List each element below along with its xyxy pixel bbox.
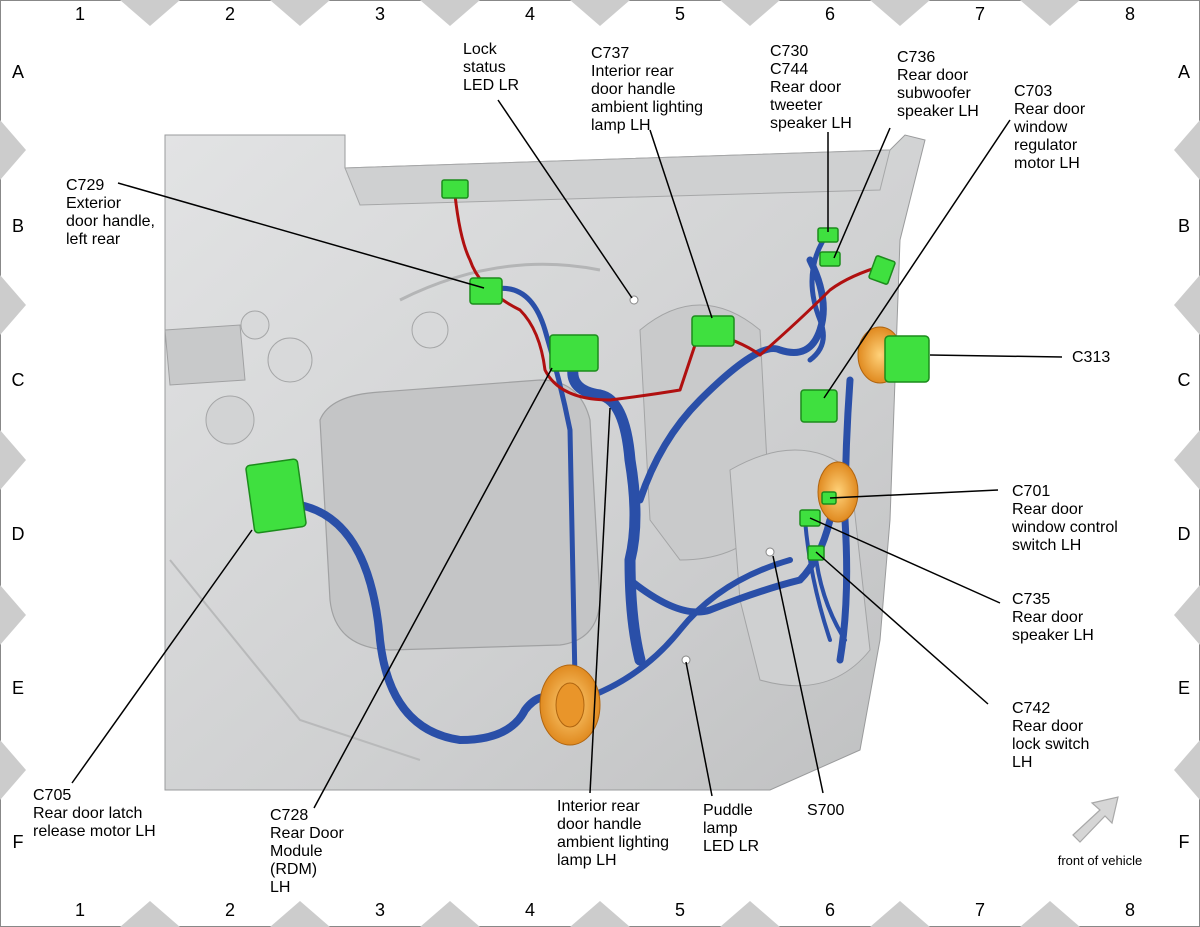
grommet-mid — [817, 461, 859, 523]
connectors — [245, 179, 930, 561]
grid-col-8: 8 — [1125, 4, 1135, 24]
connector-c313 — [884, 335, 930, 383]
callout-c737: C737 Interior rear door handle ambient l… — [591, 45, 708, 134]
grid-row-c-right: C — [1178, 370, 1191, 390]
grid-row-f-right: F — [1179, 832, 1190, 852]
grid-col-3: 3 — [375, 4, 385, 24]
callout-lock-status-led: Lock status LED LR — [463, 41, 519, 94]
grid-col-4: 4 — [525, 4, 535, 24]
grid-col-6-bottom: 6 — [825, 900, 835, 920]
callout-puddle-lamp: Puddle lamp LED LR — [703, 802, 759, 855]
grid-col-3-bottom: 3 — [375, 900, 385, 920]
grid-col-1-bottom: 1 — [75, 900, 85, 920]
grid-row-e: E — [12, 678, 24, 698]
grid-col-2-bottom: 2 — [225, 900, 235, 920]
callout-c742: C742 Rear door lock switch LH — [1012, 700, 1094, 771]
callout-c735: C735 Rear door speaker LH — [1012, 591, 1094, 644]
grid-col-2: 2 — [225, 4, 235, 24]
grid-row-f: F — [13, 832, 24, 852]
grid-row-b: B — [12, 216, 24, 236]
grid-col-1: 1 — [75, 4, 85, 24]
grid-row-c: C — [12, 370, 25, 390]
callout-c736: C736 Rear door subwoofer speaker LH — [897, 49, 979, 120]
grid-row-d: D — [12, 524, 25, 544]
grid-col-4-bottom: 4 — [525, 900, 535, 920]
connector-c705 — [245, 458, 307, 534]
grid-col-6: 6 — [825, 4, 835, 24]
callout-c730-c744: C730 C744 Rear door tweeter speaker LH — [770, 43, 852, 132]
connector-c737 — [691, 315, 735, 347]
leader-lines — [71, 99, 1063, 809]
connector-c703-top — [868, 255, 896, 285]
grid-row-labels-right: A B C D E F — [1178, 62, 1191, 852]
connector-c736 — [819, 251, 841, 267]
callout-s700: S700 — [807, 802, 844, 819]
callout-c729: C729 Exterior door handle, left rear — [66, 177, 159, 248]
grid-col-5-bottom: 5 — [675, 900, 685, 920]
harness-red — [453, 193, 887, 402]
grid-col-8-bottom: 8 — [1125, 900, 1135, 920]
front-arrow-icon — [1072, 796, 1119, 843]
callout-c728: C728 Rear Door Module (RDM) LH — [270, 807, 348, 896]
connector-c729 — [469, 277, 503, 305]
grid-row-d-right: D — [1178, 524, 1191, 544]
connector-top-red — [441, 179, 469, 199]
grid-border-right — [1174, 120, 1200, 800]
grid-row-e-right: E — [1178, 678, 1190, 698]
grid-col-5: 5 — [675, 4, 685, 24]
callout-c313: C313 — [1072, 349, 1110, 366]
callout-c703: C703 Rear door window regulator motor LH — [1013, 83, 1090, 172]
connector-c728 — [549, 334, 599, 372]
front-of-vehicle-indicator: front of vehicle — [1058, 796, 1143, 868]
connector-c703 — [800, 389, 838, 423]
callout-c701: C701 Rear door window control switch LH — [1011, 483, 1122, 554]
callout-c705: C705 Rear door latch release motor LH — [33, 787, 156, 840]
grid-border-top — [120, 0, 1080, 26]
grid-row-a: A — [12, 62, 24, 82]
grid-column-labels-bottom: 1 2 3 4 5 6 7 8 — [75, 900, 1135, 920]
grid-col-7: 7 — [975, 4, 985, 24]
grid-row-a-right: A — [1178, 62, 1190, 82]
grid-border-bottom — [120, 901, 1080, 927]
grid-row-labels-left: A B C D E F — [12, 62, 25, 852]
callout-interior-lamp: Interior rear door handle ambient lighti… — [557, 798, 674, 869]
grid-col-7-bottom: 7 — [975, 900, 985, 920]
grid-border-left — [0, 120, 26, 800]
grid-column-labels-top: 1 2 3 4 5 6 7 8 — [75, 4, 1135, 24]
grid-row-b-right: B — [1178, 216, 1190, 236]
front-of-vehicle-label: front of vehicle — [1058, 853, 1143, 868]
